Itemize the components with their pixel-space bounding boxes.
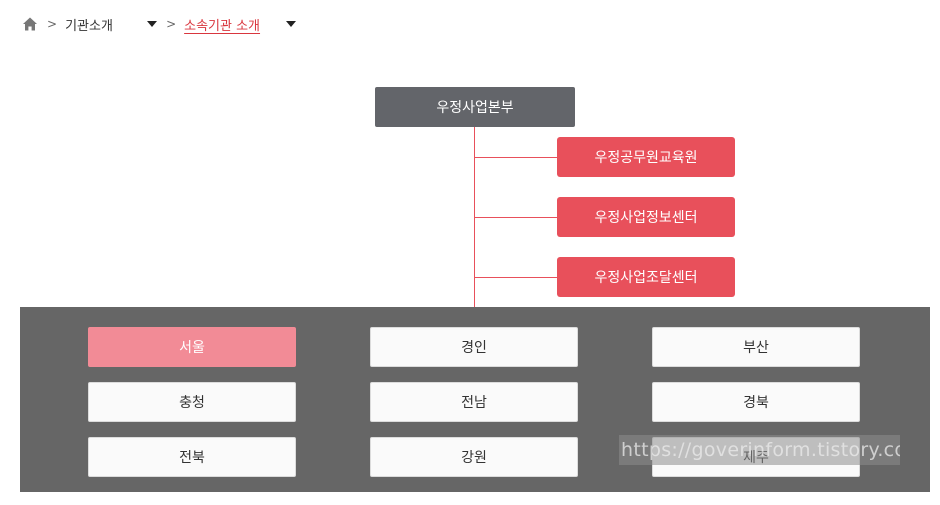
breadcrumb-separator: > (47, 17, 58, 31)
region-button-seoul[interactable]: 서울 (88, 327, 296, 367)
region-button-jeonnam[interactable]: 전남 (370, 382, 578, 422)
org-subunit-info-center[interactable]: 우정사업정보센터 (557, 197, 735, 237)
org-connector-vertical (474, 127, 475, 307)
region-button-gyeongin[interactable]: 경인 (370, 327, 578, 367)
region-button-gyeongbuk[interactable]: 경북 (652, 382, 860, 422)
org-subunit-procurement-center[interactable]: 우정사업조달센터 (557, 257, 735, 297)
region-button-gangwon[interactable]: 강원 (370, 437, 578, 477)
region-button-busan[interactable]: 부산 (652, 327, 860, 367)
region-button-jeonbuk[interactable]: 전북 (88, 437, 296, 477)
breadcrumb-item-affiliates[interactable]: 소속기관 소개 (184, 18, 261, 34)
breadcrumb-separator: > (166, 17, 177, 31)
org-subunit-education-institute[interactable]: 우정공무원교육원 (557, 137, 735, 177)
org-connector-branch (475, 157, 557, 158)
chevron-down-icon[interactable] (147, 21, 158, 27)
region-button-chungcheong[interactable]: 충청 (88, 382, 296, 422)
chevron-down-icon[interactable] (286, 21, 297, 27)
org-connector-branch (475, 217, 557, 218)
breadcrumb-item-about[interactable]: 기관소개 (65, 18, 113, 34)
home-icon[interactable] (22, 16, 38, 32)
org-headquarters-box: 우정사업본부 (375, 87, 575, 127)
breadcrumb: > 기관소개 > 소속기관 소개 (22, 14, 297, 34)
watermark-text: https://goverinform.tistory.com (619, 435, 900, 465)
org-connector-branch (475, 277, 557, 278)
